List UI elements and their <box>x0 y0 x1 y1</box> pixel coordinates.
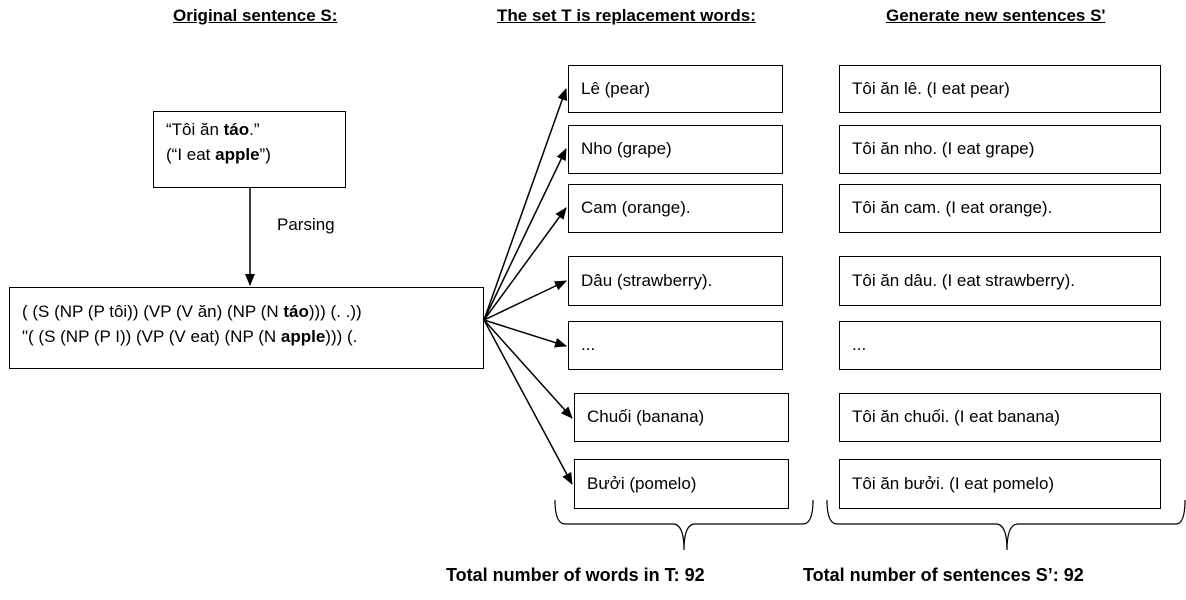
total-words-label: Total number of words in T: 92 <box>446 565 705 585</box>
source-en-text: (“I eat <box>166 144 216 164</box>
word-box: ... <box>568 321 783 370</box>
parse-tree-en: "( (S (NP (P I)) (VP (V eat) (NP (N appl… <box>22 325 483 350</box>
word-box: Cam (orange). <box>568 184 783 233</box>
sentence-box: Tôi ăn chuối. (I eat banana) <box>839 393 1161 442</box>
sentences-brace <box>826 499 1186 551</box>
words-brace <box>554 499 814 551</box>
sentence-label: ... <box>852 335 867 355</box>
arrow-to-word-3 <box>483 207 567 321</box>
word-label: Dâu (strawberry). <box>581 270 713 290</box>
arrow-to-word-1 <box>483 88 568 321</box>
sentence-box: ... <box>839 321 1161 370</box>
word-label: ... <box>581 335 596 355</box>
word-label: Cam (orange). <box>581 198 691 218</box>
total-sentences-label: Total number of sentences S’: 92 <box>803 565 1084 585</box>
sentence-label: Tôi ăn lê. (I eat pear) <box>852 78 1010 98</box>
arrow-to-word-2 <box>483 148 567 321</box>
parsing-label: Parsing <box>277 215 335 234</box>
sentence-label: Tôi ăn dâu. (I eat strawberry). <box>852 270 1075 290</box>
header-original-sentence: Original sentence S: <box>173 6 338 25</box>
source-vi-target-word: táo <box>223 120 250 139</box>
sentence-label: Tôi ăn nho. (I eat grape) <box>852 139 1035 159</box>
word-box: Chuối (banana) <box>574 393 789 442</box>
fan-out-arrows <box>483 88 573 485</box>
source-vi-text-end: .” <box>249 120 260 139</box>
word-label: Lê (pear) <box>581 78 650 98</box>
parse-vi-text-end: ))) (. .)) <box>308 302 362 321</box>
parse-en-target-word: apple <box>280 326 326 346</box>
word-label: Chuối (banana) <box>587 407 705 427</box>
sentence-label: Tôi ăn cam. (I eat orange). <box>852 198 1053 218</box>
parse-en-text: "( (S (NP (P I)) (VP (V eat) (NP (N <box>22 326 281 346</box>
sentence-box: Tôi ăn nho. (I eat grape) <box>839 125 1161 174</box>
sentence-label: Tôi ăn bưởi. (I eat pomelo) <box>852 473 1055 493</box>
parse-tree-box: ( (S (NP (P tôi)) (VP (V ăn) (NP (N táo)… <box>9 287 484 369</box>
header-replacement-set: The set T is replacement words: <box>497 6 756 25</box>
parse-tree-vi: ( (S (NP (P tôi)) (VP (V ăn) (NP (N táo)… <box>22 300 483 325</box>
source-vi-text: “Tôi ăn <box>166 120 224 139</box>
source-sentence-box: “Tôi ăn táo.” (“I eat apple”) <box>153 111 346 188</box>
sentence-label: Tôi ăn chuối. (I eat banana) <box>852 407 1060 427</box>
arrow-to-word-6 <box>483 319 573 419</box>
header-generated-sentences: Generate new sentences S' <box>886 6 1106 25</box>
arrow-to-word-5 <box>483 319 567 348</box>
sentence-box: Tôi ăn cam. (I eat orange). <box>839 184 1161 233</box>
source-en-target-word: apple <box>215 144 260 164</box>
sentence-box: Tôi ăn dâu. (I eat strawberry). <box>839 256 1161 306</box>
source-en-text-end: ”) <box>259 144 271 164</box>
parse-vi-text: ( (S (NP (P tôi)) (VP (V ăn) (NP (N <box>22 302 284 321</box>
word-box: Bưởi (pomelo) <box>574 459 789 509</box>
sentence-box: Tôi ăn bưởi. (I eat pomelo) <box>839 459 1161 509</box>
arrow-to-word-7 <box>483 319 573 485</box>
parse-en-text-end: ))) (. <box>325 326 358 346</box>
word-box: Dâu (strawberry). <box>568 256 783 306</box>
parse-vi-target-word: táo <box>283 302 309 321</box>
word-label: Bưởi (pomelo) <box>587 473 697 493</box>
source-sentence-vi: “Tôi ăn táo.” <box>166 118 345 143</box>
word-box: Nho (grape) <box>568 125 783 174</box>
word-label: Nho (grape) <box>581 139 672 159</box>
sentence-box: Tôi ăn lê. (I eat pear) <box>839 65 1161 113</box>
word-box: Lê (pear) <box>568 65 783 113</box>
arrow-to-word-4 <box>483 280 567 321</box>
source-sentence-en: (“I eat apple”) <box>166 143 345 168</box>
